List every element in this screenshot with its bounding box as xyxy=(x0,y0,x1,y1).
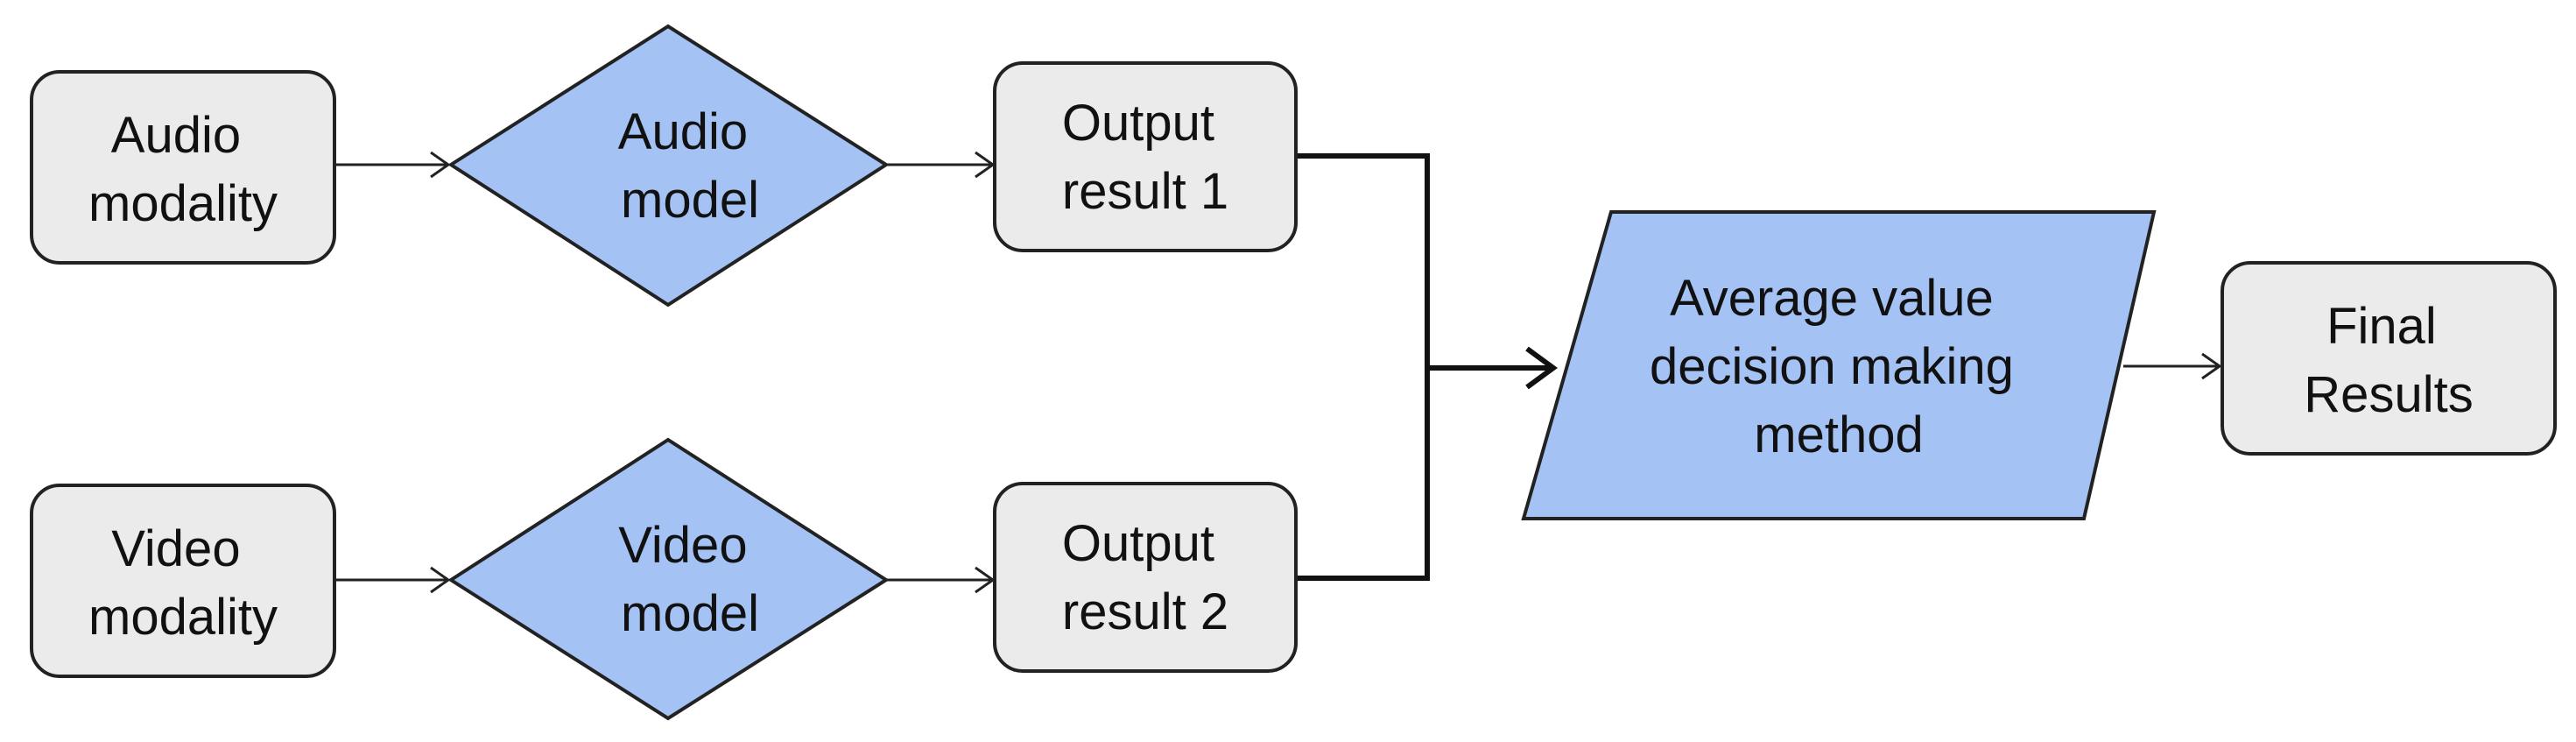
final-results-label: Final Results xyxy=(2304,298,2473,423)
video-modality-box xyxy=(30,484,336,678)
node-video-modality: Video modality xyxy=(30,484,336,678)
average-value-label: Average value decision making method xyxy=(1650,270,2028,463)
output-result-1-label: Output result 1 xyxy=(1062,95,1228,220)
audio-model-diamond xyxy=(447,24,890,307)
audio-modality-label: Audio modality xyxy=(88,107,278,232)
node-output-result-2: Output result 2 xyxy=(993,482,1298,673)
node-output-result-1: Output result 1 xyxy=(993,61,1298,252)
node-audio-model: Audio model xyxy=(447,24,890,307)
edges xyxy=(334,151,2222,594)
node-audio-modality: Audio modality xyxy=(30,70,336,265)
final-results-box xyxy=(2221,261,2557,456)
node-final-results: Final Results xyxy=(2221,261,2557,456)
audio-modality-box xyxy=(30,70,336,265)
edge-outputs-merge xyxy=(1296,153,1430,581)
arrowhead-final xyxy=(2201,352,2222,380)
output-result-2-box xyxy=(993,482,1298,673)
video-model-label: Video model xyxy=(618,517,761,642)
node-average-value: Average value decision making method xyxy=(1521,210,2157,520)
arrowhead-average xyxy=(1525,346,1559,390)
video-model-diamond xyxy=(447,437,890,721)
node-video-model: Video model xyxy=(447,437,890,721)
audio-model-label: Audio model xyxy=(618,103,762,229)
video-modality-label: Video modality xyxy=(88,520,278,646)
average-value-parallelogram xyxy=(1521,210,2157,520)
output-result-1-box xyxy=(993,61,1298,252)
output-result-2-label: Output result 2 xyxy=(1062,515,1228,640)
